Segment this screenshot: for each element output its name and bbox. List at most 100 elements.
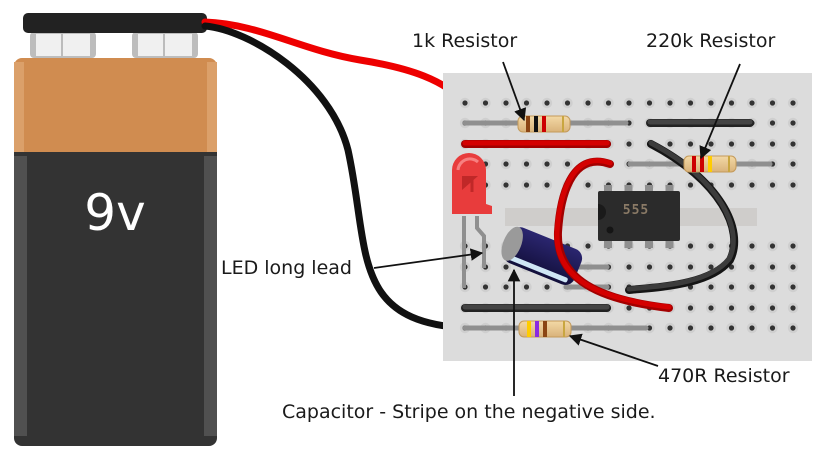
- capacitor-top: [501, 226, 523, 261]
- hole: [585, 243, 591, 249]
- hole: [544, 182, 550, 188]
- annotations: 1k Resistor 220k Resistor LED long lead …: [221, 30, 790, 423]
- hole: [790, 264, 796, 270]
- hole: [790, 284, 796, 290]
- capacitor-body: [503, 227, 583, 285]
- hole: [687, 305, 694, 311]
- hole: [790, 161, 796, 167]
- hole: [605, 100, 612, 106]
- hole: [523, 100, 530, 106]
- hole: [626, 141, 632, 147]
- hole: [503, 182, 509, 188]
- chip-label: 555: [623, 203, 649, 218]
- capacitor: [501, 226, 583, 285]
- hole: [646, 100, 653, 106]
- chip-pin-top: [645, 185, 653, 193]
- hole: [790, 182, 796, 188]
- hole: [482, 100, 489, 106]
- hole: [585, 182, 591, 188]
- battery-terminal-positive: [132, 32, 198, 58]
- resistor-band: [534, 116, 538, 132]
- resistor-band: [535, 321, 539, 337]
- label-470r-resistor: 470R Resistor: [658, 365, 790, 387]
- chip-pin1-dot: [606, 226, 614, 234]
- resistor-band: [542, 116, 546, 132]
- hole: [687, 100, 694, 106]
- hole: [687, 264, 694, 270]
- resistor-tolerance-band: [562, 116, 564, 132]
- resistor-470r: [518, 320, 572, 338]
- hole: [687, 141, 694, 147]
- capacitor-stripe: [505, 254, 568, 283]
- battery-body: [14, 152, 217, 446]
- led: [452, 153, 492, 288]
- hole: [667, 100, 673, 106]
- hole: [667, 325, 673, 331]
- hole: [503, 284, 509, 290]
- battery: 9v: [14, 13, 217, 446]
- arrow-led-long-lead: [373, 248, 484, 269]
- hole: [749, 264, 755, 270]
- battery-voltage-label: 9v: [84, 184, 145, 242]
- hole: [708, 284, 714, 290]
- hole: [749, 284, 755, 290]
- hole: [646, 325, 653, 331]
- battery-black-lead: [201, 22, 470, 332]
- hole: [728, 284, 735, 290]
- hole: [769, 305, 776, 311]
- resistors: [517, 115, 737, 338]
- resistor-tolerance-band: [728, 156, 730, 172]
- chip-pin-top: [665, 185, 674, 193]
- hole: [769, 284, 776, 290]
- battery-red-lead: [201, 18, 470, 108]
- hole: [523, 182, 530, 188]
- arrow-220k-resistor: [699, 63, 741, 160]
- hole: [708, 325, 714, 331]
- label-led-long-lead: LED long lead: [221, 257, 352, 279]
- hole: [708, 100, 714, 106]
- hole: [687, 325, 694, 331]
- hole: [790, 100, 796, 106]
- hole: [503, 161, 509, 167]
- hole: [523, 161, 530, 167]
- arrow-1k-resistor: [502, 61, 527, 122]
- led-long-lead: [475, 216, 486, 268]
- hole: [544, 100, 550, 106]
- hole: [749, 182, 755, 188]
- hole: [708, 243, 714, 249]
- hole: [503, 100, 509, 106]
- hole: [790, 120, 796, 126]
- chip-pin-bottom: [645, 239, 653, 248]
- hole: [687, 182, 694, 188]
- hole: [482, 284, 489, 290]
- chip-notch: [598, 204, 606, 220]
- hole: [749, 305, 755, 311]
- hole: [728, 100, 735, 106]
- hole: [708, 264, 714, 270]
- red-jumper-curved-highlight: [554, 158, 672, 310]
- resistor-band: [526, 116, 530, 132]
- ic-555-chip: 555: [598, 185, 680, 248]
- hole: [749, 325, 755, 331]
- hole: [769, 325, 776, 331]
- hole: [769, 264, 776, 270]
- hole: [626, 264, 632, 270]
- chip-pin-top: [604, 185, 612, 193]
- resistor-tolerance-band: [563, 321, 565, 337]
- resistor-1k: [517, 115, 571, 133]
- battery-terminal-negative: [30, 32, 96, 58]
- hole: [769, 243, 776, 249]
- hole: [790, 325, 796, 331]
- hole: [728, 325, 735, 331]
- hole: [544, 161, 550, 167]
- resistor-band: [708, 156, 712, 172]
- resistor-band: [527, 321, 531, 337]
- hole: [790, 243, 796, 249]
- hole: [769, 141, 776, 147]
- hole: [564, 161, 571, 167]
- hole: [790, 305, 796, 311]
- chip-pin-top: [624, 185, 633, 193]
- hole: [687, 243, 694, 249]
- hole: [790, 141, 796, 147]
